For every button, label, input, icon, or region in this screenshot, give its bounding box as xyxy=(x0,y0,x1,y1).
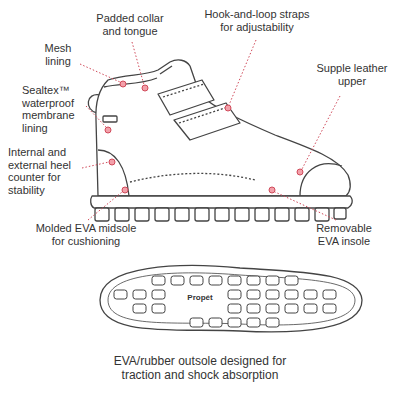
boot-upper xyxy=(96,60,350,196)
leader-line xyxy=(302,96,340,169)
brand-mark: Propét xyxy=(180,293,220,302)
callout-label: Internal and external heel counter for s… xyxy=(8,146,82,197)
side-lug xyxy=(115,208,129,221)
sole-lug xyxy=(247,290,260,299)
tongue-line xyxy=(160,66,172,74)
callout-label: EVA/rubber outsole designed for traction… xyxy=(95,355,305,383)
stitch-line xyxy=(130,173,255,182)
sole-lug xyxy=(152,290,165,299)
midsole xyxy=(91,196,352,208)
sole-lug xyxy=(285,276,298,285)
side-lug xyxy=(275,208,289,221)
sole-lug xyxy=(304,304,317,313)
callout-label: Molded EVA midsole for cushioning xyxy=(30,222,142,247)
sole-lug xyxy=(228,290,241,299)
callout-dot xyxy=(225,105,231,111)
leader-line xyxy=(275,192,336,220)
callout-dot xyxy=(142,85,148,91)
side-lug xyxy=(295,208,309,221)
strap-stitch xyxy=(163,84,204,97)
side-lug xyxy=(95,208,109,221)
callout-label: Mesh lining xyxy=(36,42,80,67)
sole-lug xyxy=(266,304,279,313)
leader-line xyxy=(80,64,120,82)
sole-lug xyxy=(285,290,298,299)
sole-lug xyxy=(114,290,127,299)
heel-counter xyxy=(98,150,129,196)
sole-lug xyxy=(209,276,222,285)
sole-lug xyxy=(285,304,298,313)
callout-dot xyxy=(297,169,303,175)
sole-lug xyxy=(133,290,146,299)
callout-dot xyxy=(122,187,128,193)
sole-lug xyxy=(152,276,165,285)
sole-lug xyxy=(304,290,317,299)
side-lug xyxy=(255,208,269,221)
side-lug xyxy=(235,208,249,221)
leader-line xyxy=(132,42,144,85)
sole-lug xyxy=(190,318,203,327)
callout-label: Supple leather upper xyxy=(316,62,388,87)
side-lug xyxy=(215,208,229,221)
callout-label: Removable EVA insole xyxy=(306,222,382,247)
sole-lug xyxy=(266,290,279,299)
leader-line xyxy=(229,40,256,105)
sole-lug xyxy=(247,318,260,327)
sole-lug xyxy=(247,276,260,285)
sole-lug xyxy=(266,276,279,285)
sole-lug xyxy=(323,290,336,299)
sole-lug xyxy=(209,318,222,327)
sole-lug xyxy=(228,276,241,285)
leader-line xyxy=(88,192,122,220)
sole-lug xyxy=(190,276,203,285)
sole-lug xyxy=(323,304,336,313)
leader-line xyxy=(82,162,109,168)
callout-dot xyxy=(109,159,115,165)
callout-dot xyxy=(105,127,111,133)
sole-lug xyxy=(228,304,241,313)
callout-label: Hook-and-loop straps for adjustability xyxy=(200,8,314,33)
callout-dot xyxy=(269,187,275,193)
toe-cap xyxy=(300,164,342,196)
sole-lug xyxy=(152,304,165,313)
side-lug xyxy=(175,208,189,221)
sole-lug xyxy=(247,304,260,313)
sole-lug xyxy=(171,276,184,285)
outsole-inner xyxy=(108,273,355,325)
side-lug xyxy=(334,208,346,219)
brand-tag xyxy=(103,116,117,122)
leader-line xyxy=(86,106,106,127)
side-lug xyxy=(315,208,329,221)
sole-lug xyxy=(228,318,241,327)
callout-dot xyxy=(120,81,126,87)
callout-label: Padded collar and tongue xyxy=(88,12,172,37)
collar-line xyxy=(104,78,157,87)
outsole-outline xyxy=(100,266,362,332)
sole-lug xyxy=(133,304,146,313)
callout-label: Sealtex™ waterproof membrane lining xyxy=(22,84,86,135)
side-lug xyxy=(135,208,149,221)
strap xyxy=(174,103,240,140)
side-lug xyxy=(155,208,169,221)
strap-stitch xyxy=(179,107,228,123)
side-lug xyxy=(195,208,209,221)
sole-lug xyxy=(266,318,279,327)
